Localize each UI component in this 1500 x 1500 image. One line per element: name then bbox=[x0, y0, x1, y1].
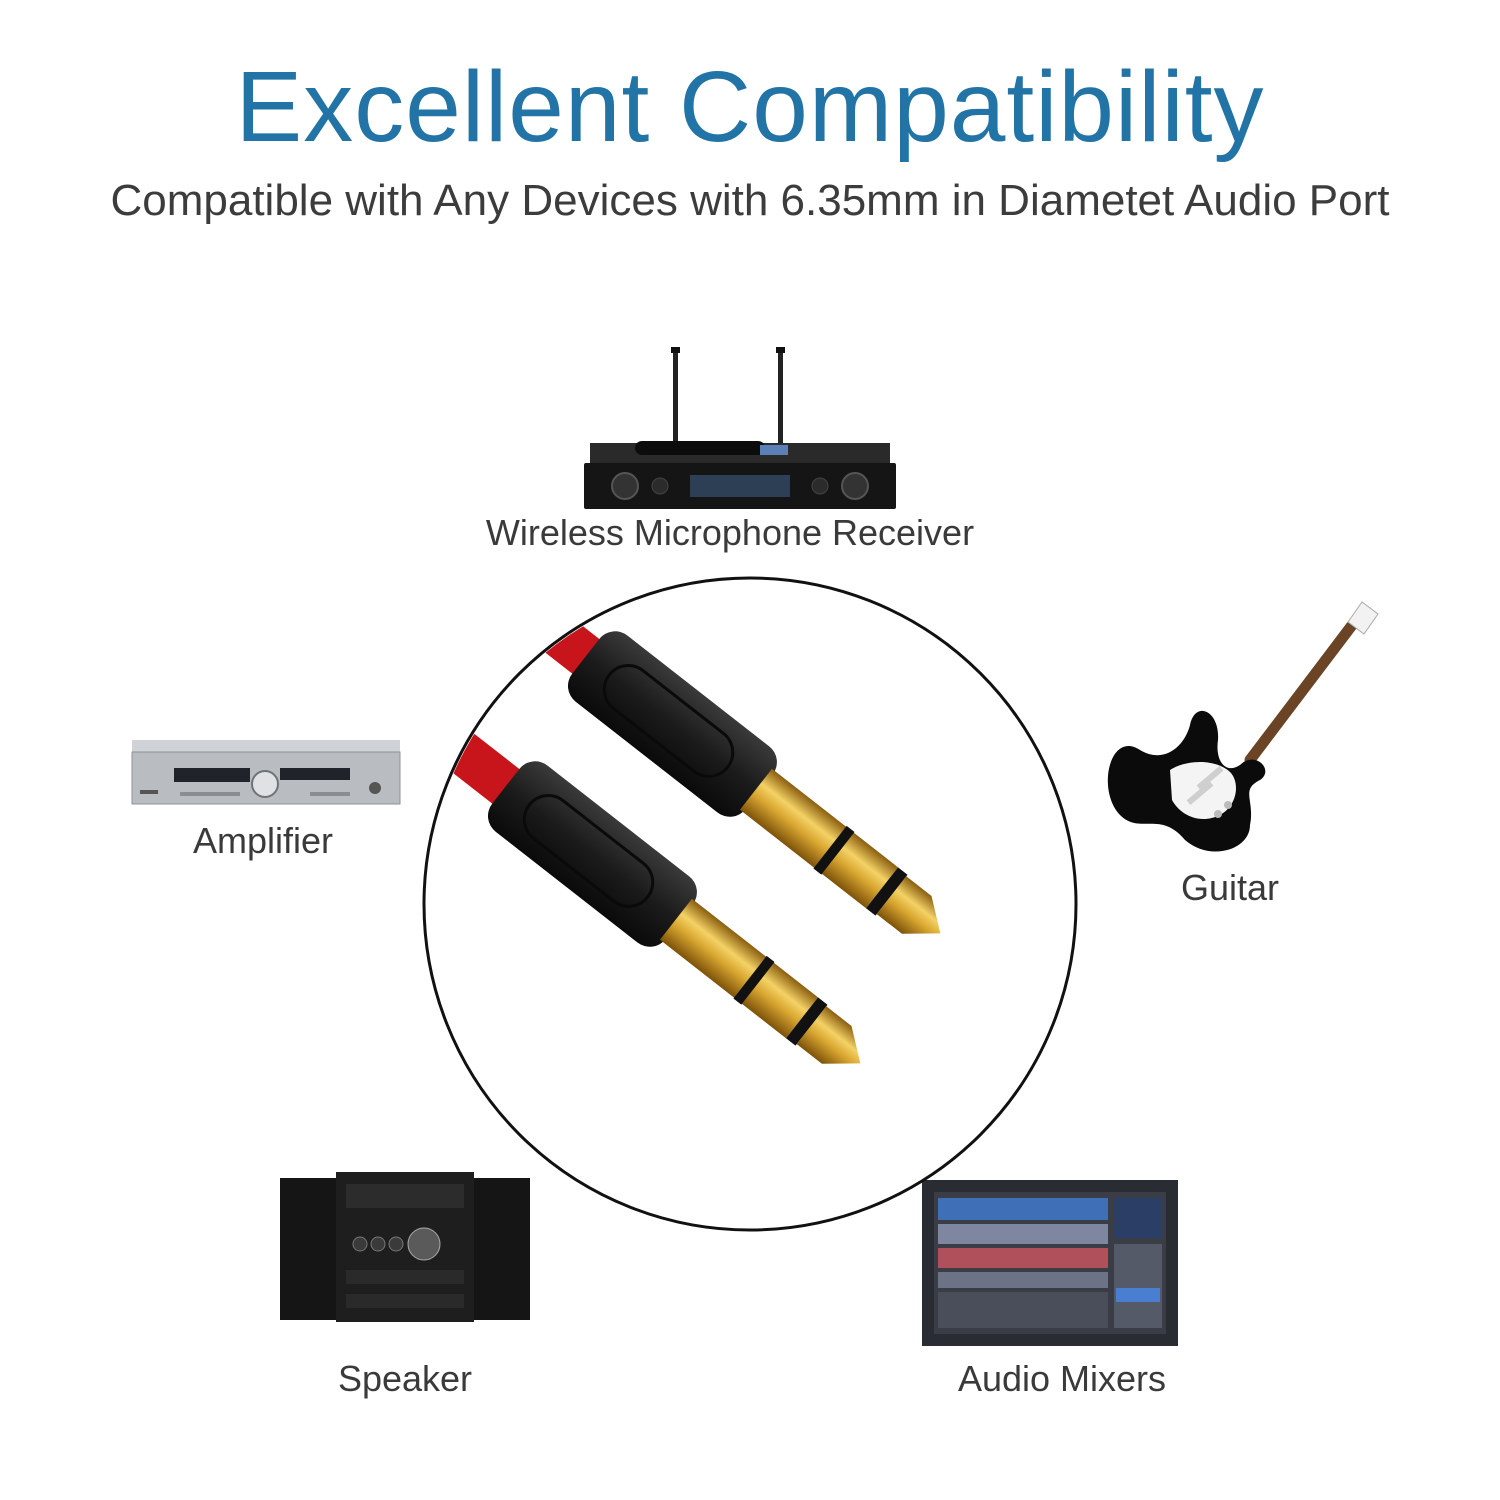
audio-mixer-icon bbox=[920, 1178, 1180, 1348]
label-speaker: Speaker bbox=[337, 1358, 473, 1399]
electric-guitar-icon bbox=[1100, 600, 1380, 865]
page-subtitle: Compatible with Any Devices with 6.35mm … bbox=[110, 176, 1390, 225]
page-title: Excellent Compatibility bbox=[235, 51, 1265, 163]
label-guitar: Guitar bbox=[1180, 867, 1280, 908]
wireless-microphone-receiver-icon bbox=[580, 345, 910, 515]
quarter-inch-trs-plugs-icon bbox=[422, 576, 1078, 1232]
amplifier-icon bbox=[130, 738, 402, 810]
label-amplifier: Amplifier bbox=[192, 820, 334, 861]
speaker-system-icon bbox=[278, 1170, 533, 1325]
label-audio-mixers: Audio Mixers bbox=[957, 1358, 1167, 1399]
label-wireless-microphone-receiver: Wireless Microphone Receiver bbox=[485, 512, 975, 553]
product-circle bbox=[420, 574, 1080, 1239]
